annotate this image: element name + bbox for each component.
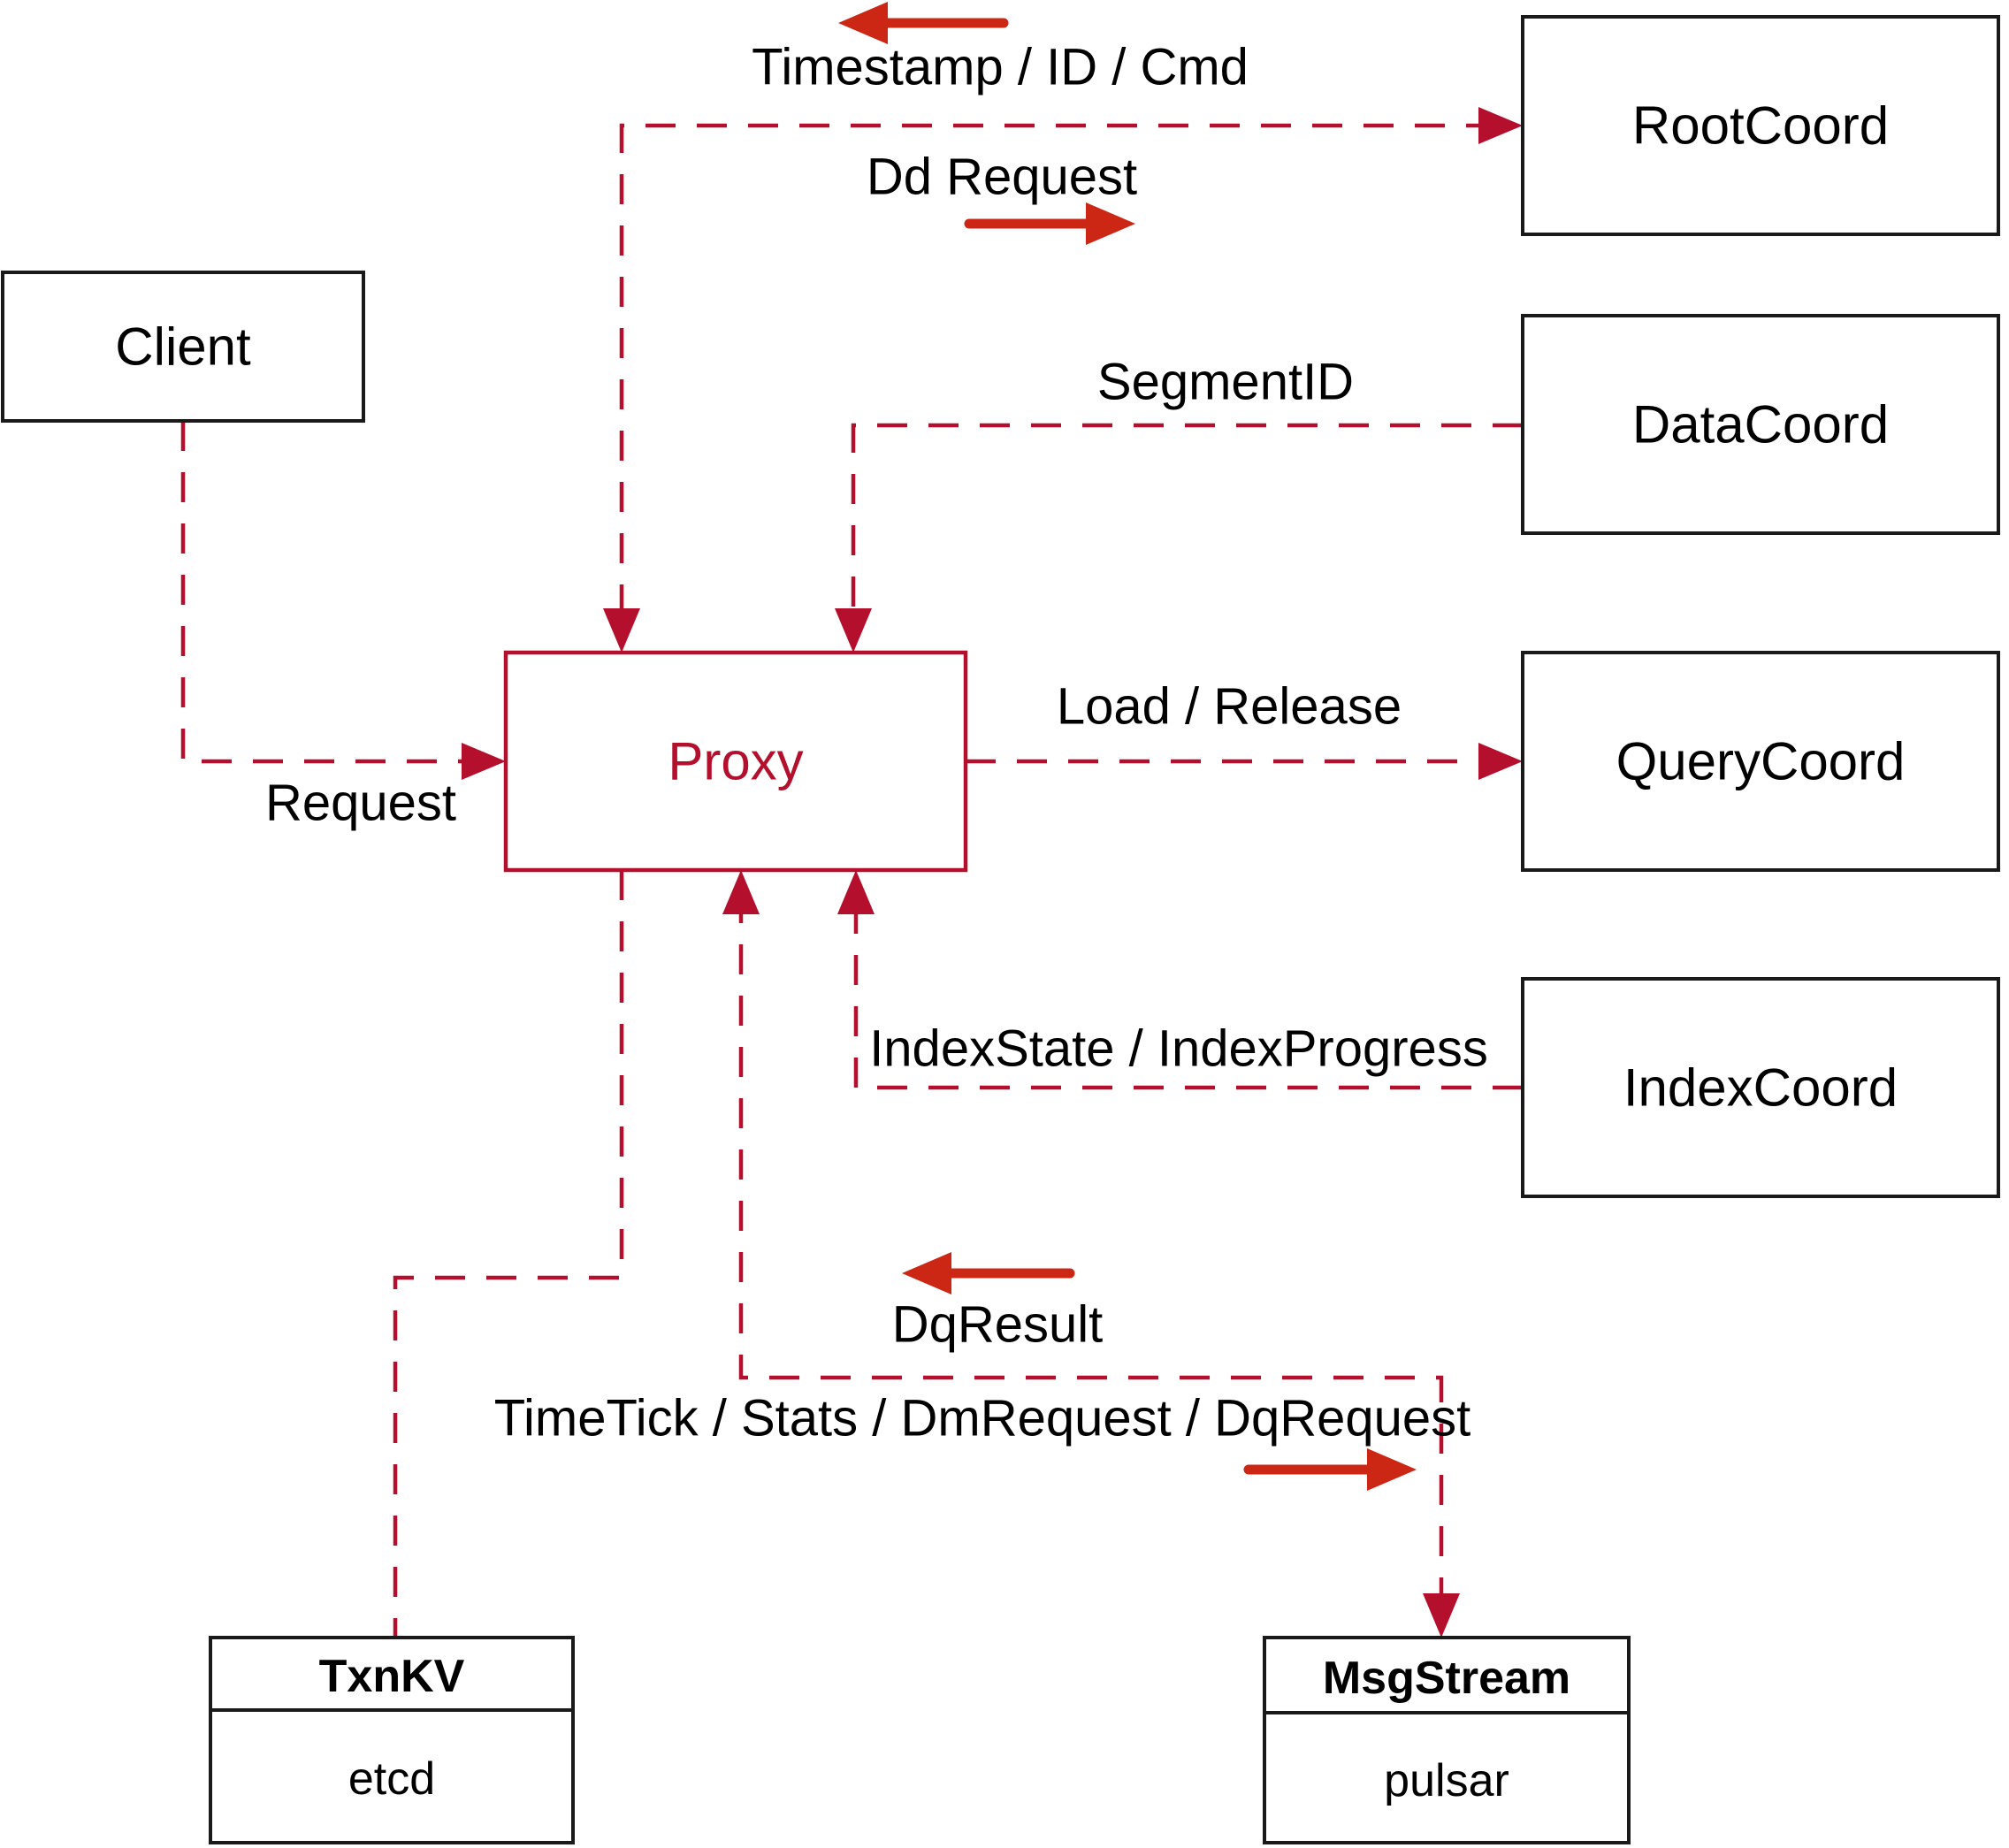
edge-proxy-msgstream (722, 870, 1460, 1638)
arrow-left-icon (838, 2, 888, 44)
label-index-state: IndexState / IndexProgress (869, 1020, 1488, 1078)
arrow-right-icon (1367, 1448, 1417, 1491)
label-timetick: TimeTick / Stats / DmRequest / DqRequest (494, 1390, 1471, 1447)
arrow-right-icon (462, 743, 506, 780)
txnkv-box (209, 1636, 575, 1844)
direction-arrow-timetick (1243, 1448, 1417, 1491)
arrow-right-icon (1478, 107, 1523, 144)
arrow-right-icon (1478, 743, 1523, 780)
edge-proxy-querycoord (966, 743, 1523, 780)
direction-arrow-timestamp (838, 2, 1009, 44)
proxy-label: Proxy (668, 732, 803, 791)
label-segment-id: SegmentID (1097, 354, 1354, 411)
arrow-down-icon (1423, 1593, 1460, 1638)
datacoord-label: DataCoord (1632, 395, 1889, 454)
client-node: Client (1, 271, 365, 423)
edge-client-proxy (180, 421, 506, 780)
edge-datacoord-proxy (835, 423, 1523, 653)
msgstream-box (1263, 1636, 1631, 1844)
rootcoord-label: RootCoord (1632, 96, 1889, 156)
label-dq-result: DqResult (892, 1296, 1104, 1354)
arrow-up-icon (722, 870, 760, 914)
rootcoord-box (1521, 15, 2000, 236)
direction-arrow-dq-result (902, 1252, 1075, 1294)
querycoord-label: QueryCoord (1616, 732, 1906, 791)
querycoord-node: QueryCoord (1521, 651, 2000, 872)
edge-line (180, 421, 483, 764)
edge-line (619, 123, 1496, 630)
indexcoord-label: IndexCoord (1623, 1058, 1898, 1118)
direction-arrow-dd-request (964, 202, 1135, 245)
edge-line (393, 870, 624, 1638)
arrow-up-icon (837, 870, 875, 914)
datacoord-box (1521, 314, 2000, 535)
edge-line (853, 893, 1523, 1090)
client-box (1, 271, 365, 423)
indexcoord-node: IndexCoord (1521, 977, 2000, 1198)
arrow-down-icon (603, 608, 640, 653)
indexcoord-box (1521, 977, 2000, 1198)
edge-indexcoord-proxy (837, 870, 1523, 1090)
proxy-box (503, 650, 968, 873)
arrow-down-icon (835, 608, 872, 653)
txnkv-node: TxnKV etcd (209, 1636, 575, 1844)
querycoord-box (1521, 651, 2000, 872)
edge-proxy-rootcoord (603, 107, 1523, 653)
txnkv-subtitle: etcd (348, 1753, 435, 1805)
arrow-left-icon (902, 1252, 951, 1294)
msgstream-title: MsgStream (1323, 1653, 1570, 1704)
msgstream-subtitle: pulsar (1384, 1755, 1509, 1806)
msgstream-node: MsgStream pulsar (1263, 1636, 1631, 1844)
label-request: Request (265, 775, 456, 832)
arrow-right-icon (1086, 202, 1135, 245)
edge-line (738, 893, 1444, 1615)
label-load-release: Load / Release (1057, 678, 1402, 736)
proxy-node: Proxy (503, 650, 968, 873)
edge-proxy-txnkv (393, 870, 624, 1638)
edge-line (851, 423, 1523, 630)
datacoord-node: DataCoord (1521, 314, 2000, 535)
txnkv-title: TxnKV (319, 1651, 465, 1702)
client-label: Client (115, 317, 251, 377)
rootcoord-node: RootCoord (1521, 15, 2000, 236)
label-dd-request: Dd Request (867, 149, 1137, 206)
label-timestamp-id-cmd: Timestamp / ID / Cmd (752, 39, 1249, 96)
